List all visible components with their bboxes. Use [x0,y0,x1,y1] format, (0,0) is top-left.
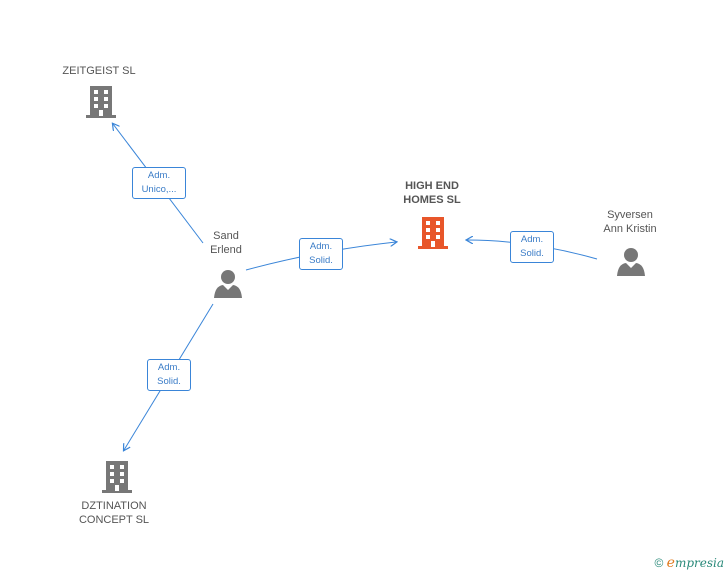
empresia-logo: empresia [666,555,724,571]
edge-detail: Solid. [520,248,544,259]
node-label-syversen[interactable]: Syversen Ann Kristin [603,209,657,235]
building-icon-dztination[interactable] [102,459,132,493]
copyright-icon: © [654,556,664,570]
person-icon-syversen[interactable] [616,246,646,276]
edge-detail: Unico,... [141,184,177,195]
edge-label-sand-dztination[interactable]: Adm. Solid. [147,359,191,391]
node-label-high-end[interactable]: HIGH END HOMES SL [403,180,461,206]
edge-label-sand-zeitgeist[interactable]: Adm. Unico,... [132,167,186,199]
building-icon-high-end[interactable] [418,215,448,249]
edge-role: Adm. [309,241,333,252]
empresia-footer[interactable]: © empresia [654,555,724,571]
node-label-zeitgeist[interactable]: ZEITGEIST SL [62,65,136,77]
node-label-sand[interactable]: Sand Erlend [210,230,242,256]
edge-role: Adm. [157,362,181,373]
edge-label-sand-high-end[interactable]: Adm. Solid. [299,238,343,270]
person-icon-sand[interactable] [213,268,243,298]
edge-role: Adm. [147,170,171,181]
edge-detail: Solid. [157,376,181,387]
building-icon-zeitgeist[interactable] [86,84,116,118]
edge-label-syversen-high-end[interactable]: Adm. Solid. [510,231,554,263]
edge-detail: Solid. [309,255,333,266]
edge-role: Adm. [520,234,544,245]
node-label-dztination[interactable]: DZTINATION CONCEPT SL [78,500,150,526]
